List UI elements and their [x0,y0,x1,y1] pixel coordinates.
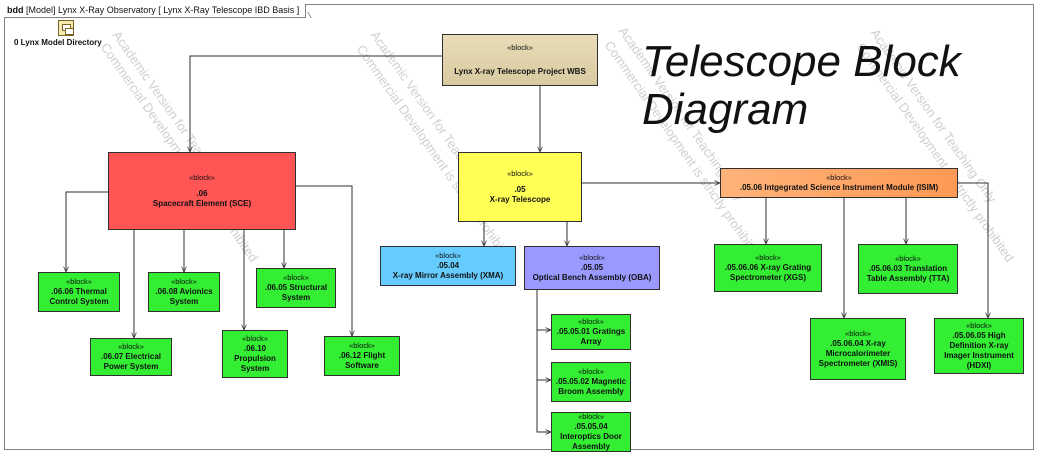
block-electrical-power[interactable]: «block» .06.07 Electrical Power System [90,338,172,376]
block-name: Lynx X-ray Telescope Project WBS [454,67,586,76]
block-structural[interactable]: «block» .06.05 Structural System [256,268,336,308]
connector-sce-fsw [296,186,352,336]
block-name: .05.05.04 Interoptics Door Assembly [560,422,622,451]
block-avionics[interactable]: «block» .06.08 Avionics System [148,272,220,312]
block-number: .06 [196,189,208,198]
frame-title: [Model] Lynx X-Ray Observatory [ Lynx X-… [26,5,300,15]
block-thermal-control[interactable]: «block» .06.06 Thermal Control System [38,272,120,312]
connector-wbs-sce [190,56,442,152]
block-xray-grating-spectrometer[interactable]: «block» .05.06.06 X-ray Grating Spectrom… [714,244,822,292]
block-name: Optical Bench Assembly (OBA) [532,273,652,282]
block-stereotype: «block» [579,253,605,262]
block-translation-table[interactable]: «block» .05.06.03 Translation Table Asse… [858,244,958,294]
block-name: .05.05.01 Gratings Array [556,327,626,346]
block-magnetic-broom[interactable]: «block» .05.05.02 Magnetic Broom Assembl… [551,362,631,402]
block-name: .05.06.05 High Definition X-ray Imager I… [944,331,1014,370]
block-hdxi[interactable]: «block» .05.06.05 High Definition X-ray … [934,318,1024,374]
block-stereotype: «block» [66,277,92,286]
block-stereotype: «block» [966,321,992,330]
block-stereotype: «block» [242,334,268,343]
block-name: X-ray Mirror Assembly (XMA) [392,271,504,280]
block-stereotype: «block» [283,273,309,282]
block-name: .06.05 Structural System [264,283,328,302]
connector-oba-ida [536,380,551,432]
block-stereotype: «block» [507,169,533,178]
block-propulsion[interactable]: «block» .06.10 Propulsion System [222,330,288,378]
block-name: .06.08 Avionics System [155,287,213,306]
block-stereotype: «block» [845,329,871,338]
block-stereotype: «block» [118,342,144,351]
block-name: .06.06 Thermal Control System [49,287,109,306]
block-isim[interactable]: «block» .05.06 Intgegrated Science Instr… [720,168,958,198]
block-name: Propulsion System [234,354,276,373]
block-xray-telescope[interactable]: «block» .05 X-ray Telescope [458,152,582,222]
block-stereotype: «block» [755,253,781,262]
block-number: .05.06 [739,183,763,192]
block-name: .06.07 Electrical Power System [100,352,162,371]
block-stereotype: «block» [507,43,533,52]
block-name: .05.06.04 X-ray Microcalorimeter Spectro… [818,339,898,368]
connector-ism-hdxi [958,183,988,318]
block-stereotype: «block» [435,251,461,260]
block-project-wbs[interactable]: «block» Lynx X-ray Telescope Project WBS [442,34,598,86]
block-stereotype: «block» [189,173,215,182]
block-stereotype: «block» [171,277,197,286]
block-spacecraft-element[interactable]: «block» .06 Spacecraft Element (SCE) [108,152,296,230]
block-number: .06.10 [243,344,267,353]
diagram-frame [4,4,1034,450]
block-gratings-array[interactable]: «block» .05.05.01 Gratings Array [551,314,631,350]
block-number: .05.04 [436,261,460,270]
block-stereotype: «block» [349,341,375,350]
block-stereotype: «block» [578,412,604,421]
block-stereotype: «block» [895,254,921,263]
block-name-line: .05.06 Intgegrated Science Instrument Mo… [740,183,938,193]
block-name: X-ray Telescope [489,195,551,204]
package-icon [58,20,74,36]
block-number: .05 [514,185,526,194]
block-stereotype: «block» [826,173,852,182]
connector-sce-tcs [66,192,108,272]
diagram-overlay-title: Telescope Block Diagram [642,37,961,134]
block-xray-mirror-assembly[interactable]: «block» .05.04 X-ray Mirror Assembly (XM… [380,246,516,286]
block-optical-bench-assembly[interactable]: «block» .05.05 Optical Bench Assembly (O… [524,246,660,290]
frame-keyword: bdd [7,5,24,15]
package-label: 0 Lynx Model Directory [14,38,102,47]
frame-header: bdd [Model] Lynx X-Ray Observatory [ Lyn… [4,4,307,18]
block-stereotype: «block» [578,317,604,326]
block-stereotype: «block» [578,367,604,376]
connector-oba-gra [537,290,551,330]
block-xray-microcalorimeter[interactable]: «block» .05.06.04 X-ray Microcalorimeter… [810,318,906,380]
block-name: .06.12 Flight Software [338,351,386,370]
block-number: .05.05 [580,263,604,272]
block-flight-software[interactable]: «block» .06.12 Flight Software [324,336,400,376]
block-name: .05.05.02 Magnetic Broom Assembly [555,377,627,396]
model-directory-package[interactable]: 0 Lynx Model Directory [14,20,154,47]
block-interoptics-door[interactable]: «block» .05.05.04 Interoptics Door Assem… [551,412,631,452]
block-name: .05.06.06 X-ray Grating Spectrometer (XG… [724,263,812,282]
block-name: Intgegrated Science Instrument Module (I… [764,183,939,192]
connector-oba-mba [536,330,551,380]
block-name: Spacecraft Element (SCE) [152,199,252,208]
block-name: .05.06.03 Translation Table Assembly (TT… [866,264,950,283]
